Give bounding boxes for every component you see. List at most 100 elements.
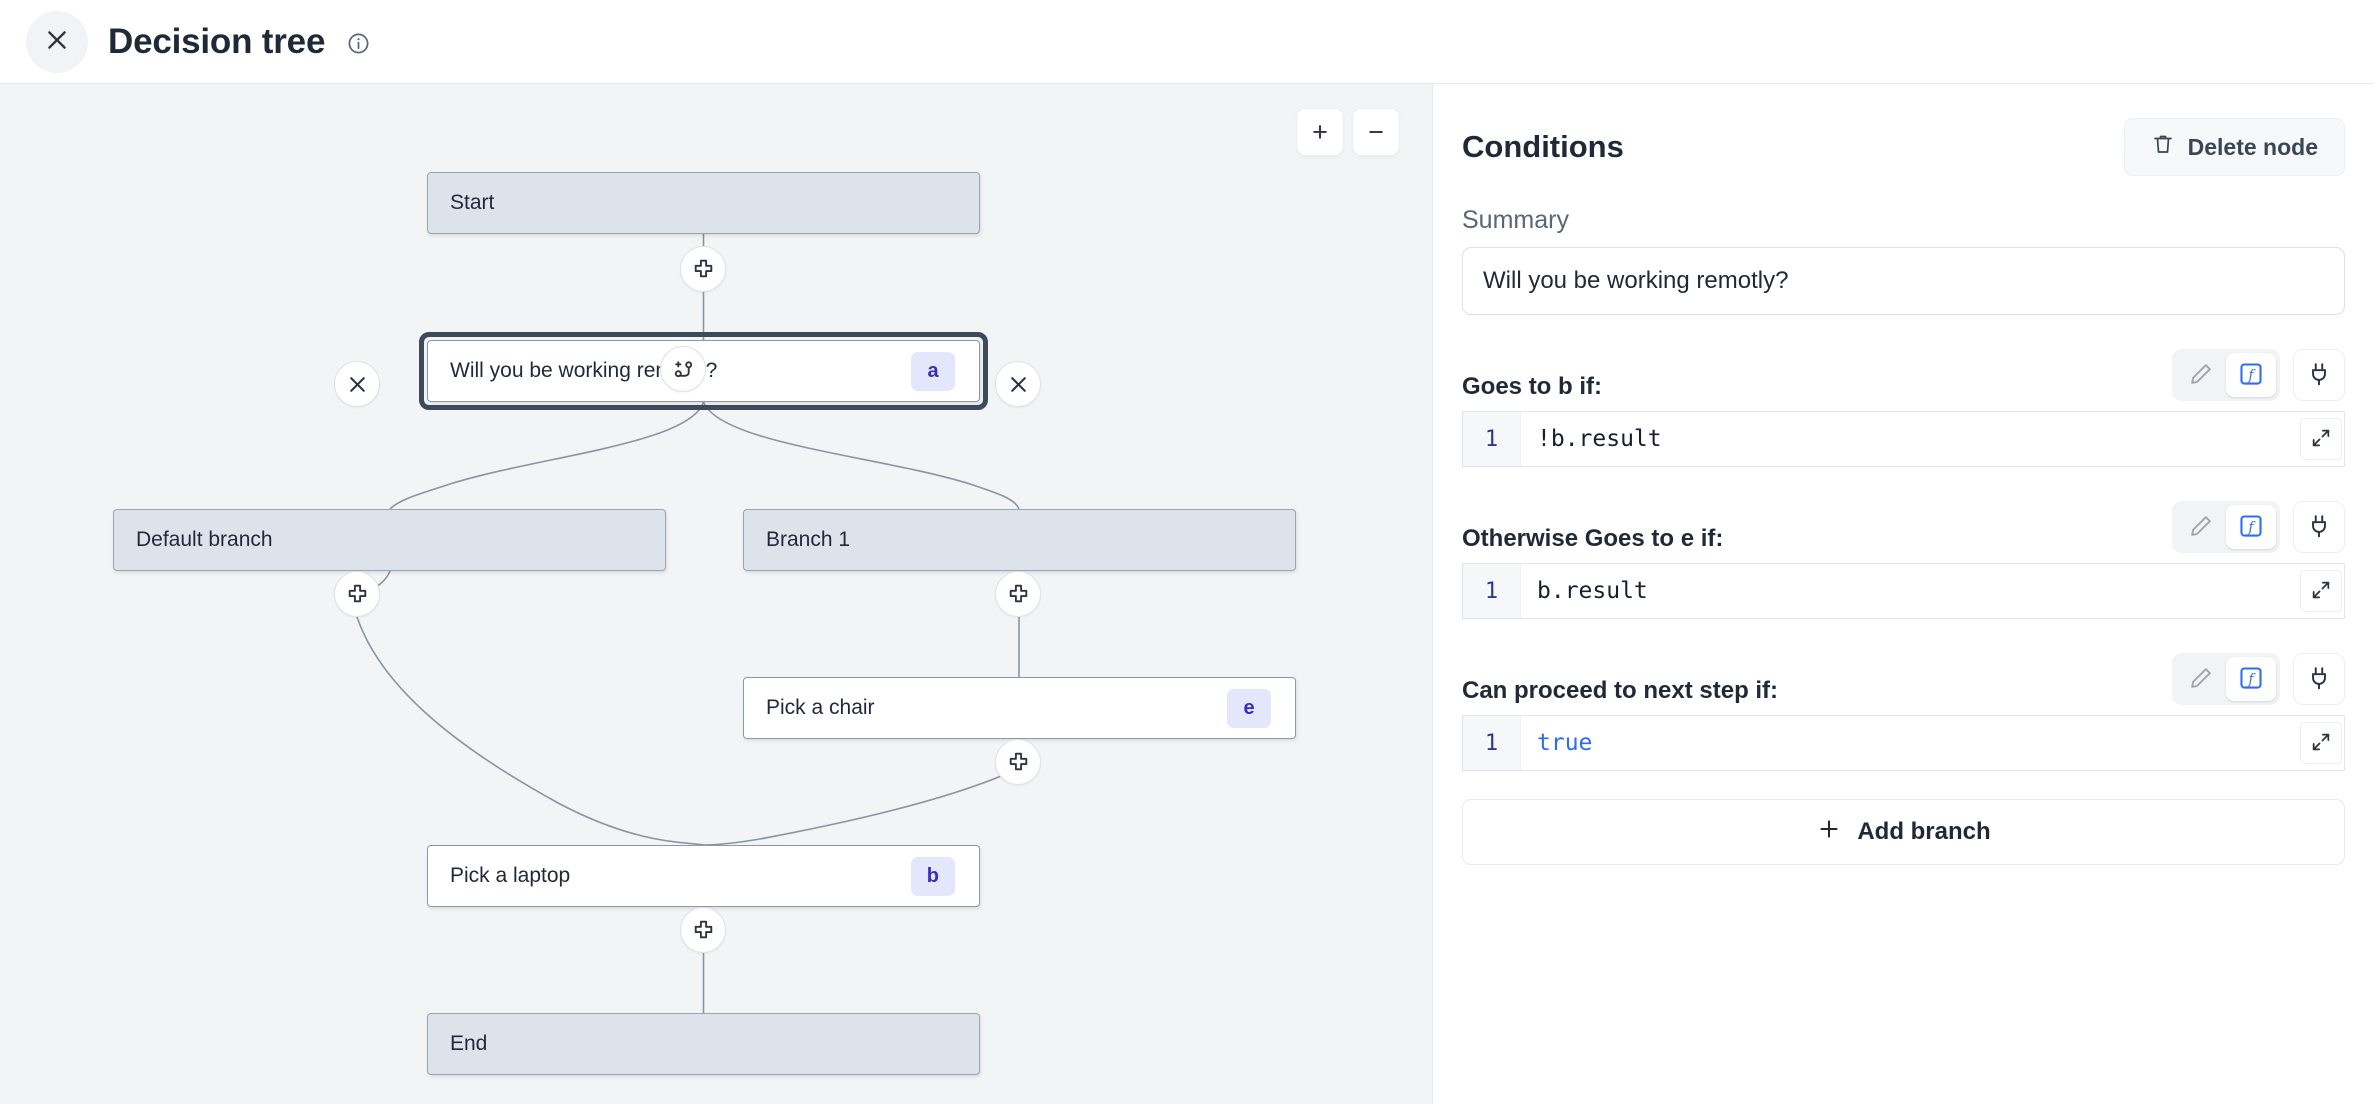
function-icon: f <box>2238 665 2264 694</box>
condition-fx-mode-button-1[interactable]: f <box>2226 505 2276 549</box>
conditions-panel-header: Conditions Delete node <box>1462 118 2345 176</box>
zoom-controls: + − <box>1296 108 1400 156</box>
svg-text:f: f <box>2247 671 2256 687</box>
condition-expand-button-2[interactable] <box>2300 722 2342 764</box>
add-branch-label: Add branch <box>1857 818 1991 845</box>
flow-node-label: Pick a chair <box>766 696 875 719</box>
condition-code-editor-1[interactable]: 1 b.result <box>1462 563 2345 619</box>
condition-mode-toggle-2: f <box>2172 653 2280 705</box>
plus-icon <box>1816 816 1842 849</box>
plus-node-icon <box>345 582 370 607</box>
condition-code-editor-0[interactable]: 1 !b.result <box>1462 411 2345 467</box>
summary-label: Summary <box>1462 206 1569 234</box>
condition-code-1[interactable]: b.result <box>1537 578 1648 604</box>
condition-row-2: Can proceed to next step if: f <box>1462 653 2345 705</box>
plus-node-icon <box>691 918 716 943</box>
plug-icon <box>2306 665 2332 694</box>
edge-button-add-e-b[interactable] <box>995 739 1041 785</box>
close-button[interactable] <box>26 10 88 73</box>
add-branch-button[interactable]: Add branch <box>1462 799 2345 865</box>
page-title: Decision tree <box>108 21 326 61</box>
flow-node-label: Branch 1 <box>766 528 851 551</box>
condition-line-number-2: 1 <box>1463 716 1521 770</box>
plus-node-icon <box>691 257 716 282</box>
condition-text-mode-button-1[interactable] <box>2176 505 2226 549</box>
condition-fx-mode-button-2[interactable]: f <box>2226 657 2276 701</box>
expand-icon <box>2310 427 2332 452</box>
expand-icon <box>2310 579 2332 604</box>
edge-button-add-branch-a[interactable] <box>660 346 706 392</box>
condition-code-2[interactable]: true <box>1537 730 1593 756</box>
close-icon <box>44 27 70 56</box>
conditions-panel: Conditions Delete node Summary Goes to b… <box>1434 84 2373 1104</box>
condition-text-mode-button-2[interactable] <box>2176 657 2226 701</box>
delete-node-label: Delete node <box>2187 133 2318 160</box>
condition-label-2: Can proceed to next step if: <box>1462 677 1779 704</box>
expand-icon <box>2310 731 2332 756</box>
close-icon <box>1006 372 1031 397</box>
zoom-in-button[interactable]: + <box>1296 108 1344 156</box>
zoom-out-button[interactable]: − <box>1352 108 1400 156</box>
flow-node-label: Default branch <box>136 528 273 551</box>
close-icon <box>345 372 370 397</box>
condition-code-editor-2[interactable]: 1 true <box>1462 715 2345 771</box>
flow-node-end[interactable]: End <box>427 1013 980 1075</box>
condition-code-0[interactable]: !b.result <box>1537 426 1662 452</box>
condition-tools-2: f <box>2172 653 2345 705</box>
plus-node-icon <box>1006 582 1031 607</box>
condition-tools-0: f <box>2172 349 2345 401</box>
delete-node-button[interactable]: Delete node <box>2123 118 2345 176</box>
pencil-icon <box>2188 361 2214 390</box>
edge-button-add-branch1-e[interactable] <box>995 571 1041 617</box>
condition-block-1: Otherwise Goes to e if:f 1 b.result <box>1462 501 2345 619</box>
edge-button-remove-branch1[interactable] <box>995 361 1041 407</box>
svg-text:f: f <box>2247 519 2256 535</box>
flow-edges <box>356 234 1020 1013</box>
flow-node-badge: a <box>911 351 955 391</box>
condition-mode-toggle-1: f <box>2172 501 2280 553</box>
condition-row-0: Goes to b if: f <box>1462 349 2345 401</box>
flow-node-label: Will you be working remotly? <box>450 359 718 382</box>
edge-button-add-default-b[interactable] <box>334 571 380 617</box>
plus-node-icon <box>1006 750 1031 775</box>
edge-button-add-start-a[interactable] <box>680 246 726 292</box>
git-branch-plus-icon <box>671 357 696 382</box>
condition-connect-button-2[interactable] <box>2293 653 2345 705</box>
condition-block-0: Goes to b if: f 1 !b.result <box>1462 349 2345 467</box>
info-icon[interactable] <box>347 32 370 55</box>
condition-label-0: Goes to b if: <box>1462 373 1602 400</box>
condition-connect-button-1[interactable] <box>2293 501 2345 553</box>
function-icon: f <box>2238 361 2264 390</box>
flow-node-badge: b <box>910 856 955 896</box>
plug-icon <box>2306 513 2332 542</box>
function-icon: f <box>2238 513 2264 542</box>
svg-text:f: f <box>2247 367 2256 383</box>
pencil-icon <box>2188 665 2214 694</box>
condition-line-number-1: 1 <box>1463 564 1521 618</box>
flow-node-br1[interactable]: Branch 1 <box>743 509 1296 571</box>
flow-node-label: Start <box>450 191 495 214</box>
edge-button-add-b-end[interactable] <box>680 907 726 953</box>
flow-node-label: Pick a laptop <box>450 864 571 887</box>
condition-line-number-0: 1 <box>1463 412 1521 466</box>
summary-input[interactable] <box>1462 247 2345 315</box>
condition-row-1: Otherwise Goes to e if:f <box>1462 501 2345 553</box>
condition-expand-button-0[interactable] <box>2300 418 2342 460</box>
flow-node-label: End <box>450 1032 488 1055</box>
flow-canvas[interactable]: + − <box>0 84 1433 1104</box>
condition-text-mode-button-0[interactable] <box>2176 353 2226 397</box>
condition-fx-mode-button-0[interactable]: f <box>2226 353 2276 397</box>
condition-mode-toggle-0: f <box>2172 349 2280 401</box>
condition-block-2: Can proceed to next step if: f 1 true <box>1462 653 2345 771</box>
edge-button-remove-default[interactable] <box>334 361 380 407</box>
flow-node-start[interactable]: Start <box>427 172 980 234</box>
flow-node-def[interactable]: Default branch <box>113 509 666 571</box>
condition-expand-button-1[interactable] <box>2300 570 2342 612</box>
flow-node-b[interactable]: Pick a laptop b <box>427 845 980 907</box>
plug-icon <box>2306 361 2332 390</box>
app-header: Decision tree <box>0 0 2373 84</box>
condition-connect-button-0[interactable] <box>2293 349 2345 401</box>
